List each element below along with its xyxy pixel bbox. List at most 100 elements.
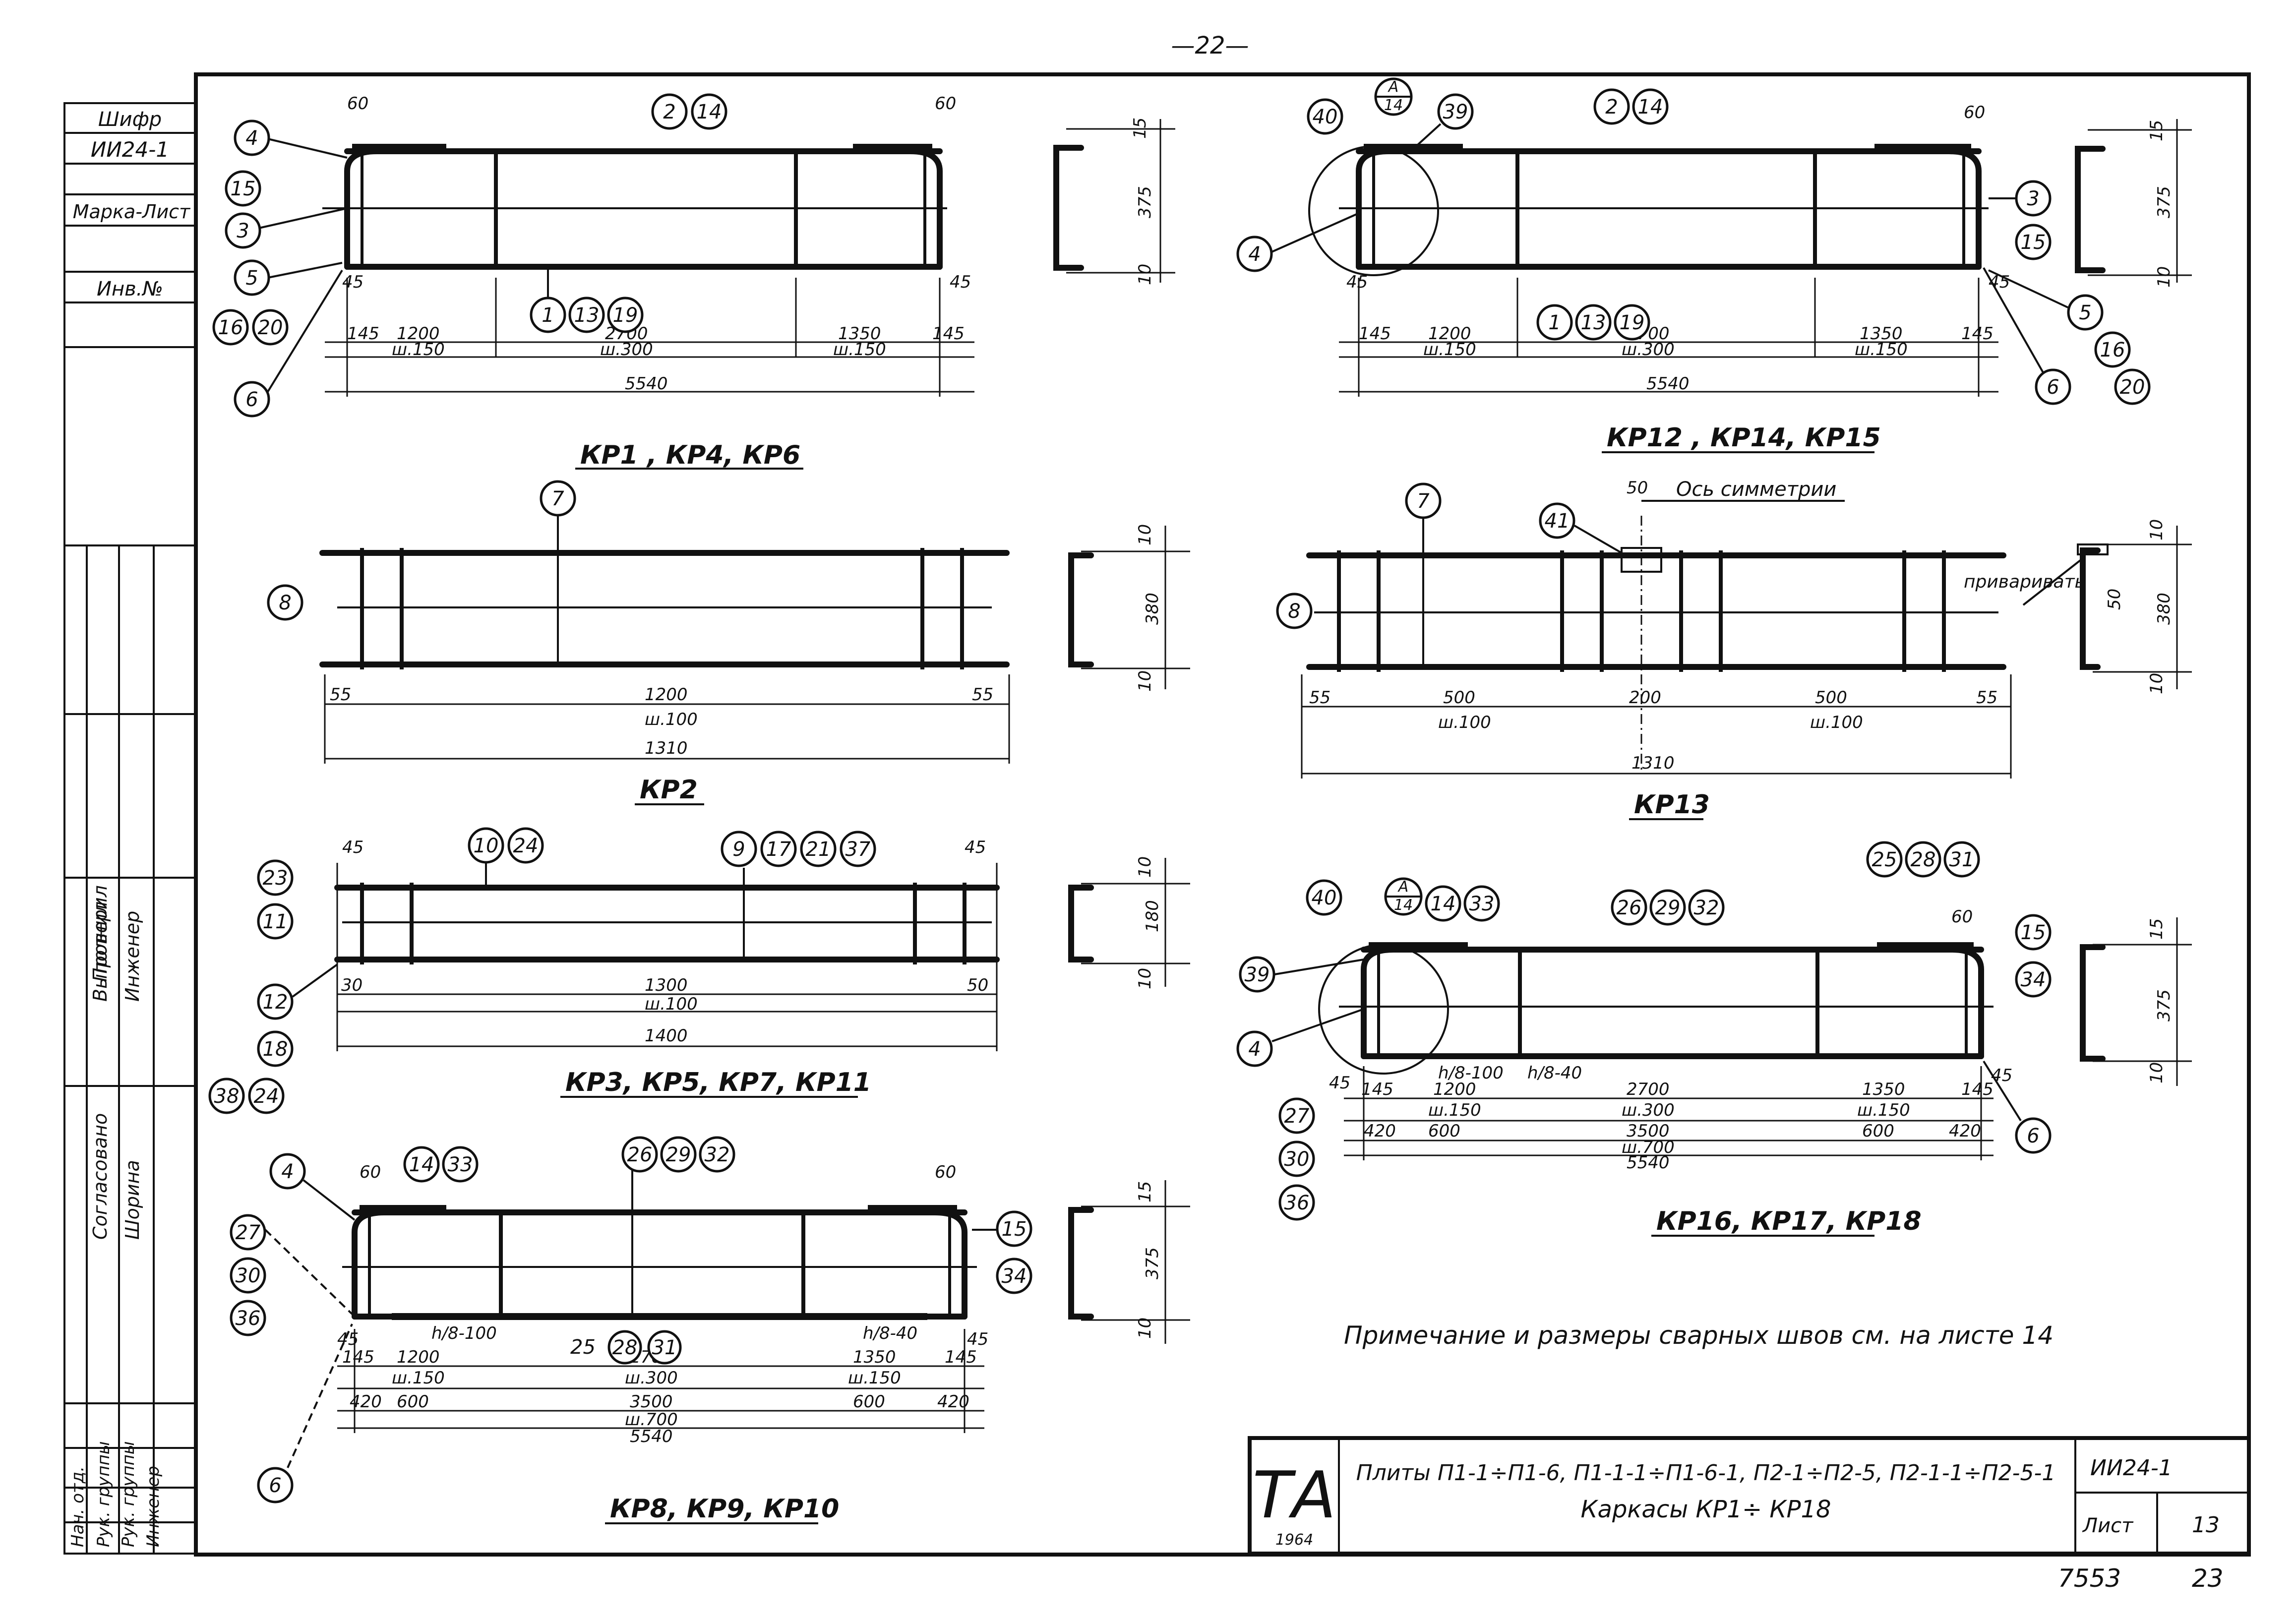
title-year: 1964 <box>1275 1531 1313 1549</box>
kp8-mark-15: 15 <box>1002 1218 1027 1241</box>
kp8-mark-32: 32 <box>705 1143 730 1166</box>
kp1-dim-60b: 60 <box>935 94 956 114</box>
kp3-mark-9: 9 <box>732 838 745 861</box>
kp16-dim-60: 60 <box>1951 907 1973 927</box>
kp16-dim-5540: 5540 <box>1627 1153 1670 1173</box>
kp12-mark-14: 14 <box>1638 96 1663 119</box>
kp3-dim-1400: 1400 <box>645 1026 688 1046</box>
kp1-dim-sh300: ш.300 <box>600 340 653 360</box>
kp13-axis-label: Ось симметрии <box>1676 478 1836 501</box>
kp13-sec-50: 50 <box>2105 589 2124 610</box>
kp8-dim-420a: 420 <box>350 1392 382 1412</box>
kp16-mark-29: 29 <box>1655 897 1681 919</box>
kp3-mark-12: 12 <box>263 991 288 1014</box>
kp8-mark-29: 29 <box>666 1143 691 1166</box>
kp2-dim-1200: 1200 <box>645 685 688 705</box>
kp3-mark-24: 24 <box>513 835 539 857</box>
mark-label: Марка-Лист <box>73 201 191 223</box>
kp1-mark-14: 14 <box>697 101 722 123</box>
kp8-dim-420b: 420 <box>937 1392 969 1412</box>
kp12-dim-145a: 145 <box>1359 324 1391 344</box>
kp13-mark-7: 7 <box>1417 490 1430 513</box>
kp2-dim-55b: 55 <box>972 685 993 705</box>
kp8-dim-145b: 145 <box>945 1347 977 1367</box>
kp13-dim-500a: 500 <box>1443 688 1475 708</box>
kp16-mark-32: 32 <box>1694 897 1719 919</box>
sig-row-2-a: Проверил <box>89 885 111 982</box>
title-line-1: Плиты П1-1÷П1-6, П1-1-1÷П1-6-1, П2-1÷П2-… <box>1356 1460 2056 1486</box>
inv-label: Инв.№ <box>97 278 163 300</box>
kp1-mark-13: 13 <box>574 304 600 327</box>
kp8-dim-60b: 60 <box>935 1162 956 1182</box>
kp16-dim-145b: 145 <box>1961 1080 1994 1099</box>
kp12-mark-5: 5 <box>2079 301 2091 324</box>
kp3-mark-23: 23 <box>263 867 288 890</box>
note-text: Примечание и размеры сварных швов см. на… <box>1344 1321 2054 1350</box>
kp3-dim-45b: 45 <box>965 838 986 857</box>
kp16-dim-sh150b: ш.150 <box>1857 1100 1910 1120</box>
kp8-mark-6: 6 <box>269 1474 281 1497</box>
kp13-weld-label: приваривать <box>1964 572 2085 592</box>
kp13-title: КР13 <box>1634 790 1710 820</box>
kp12-dim-5540: 5540 <box>1646 374 1690 394</box>
title-sheet-label: Лист <box>2082 1514 2134 1537</box>
kp8-mark-34: 34 <box>1002 1265 1027 1288</box>
kp8-dim-sh150b: ш.150 <box>848 1368 901 1388</box>
kp2-sec-10b: 10 <box>1135 670 1155 692</box>
kp16-mark-28: 28 <box>1911 848 1936 871</box>
kp12-dim-45a: 45 <box>1346 272 1368 292</box>
kp3-dim-sh100: ш.100 <box>645 994 698 1014</box>
kp1-dim-45a: 45 <box>342 272 363 292</box>
kp3-sec-180: 180 <box>1143 900 1162 932</box>
kp13-mark-41: 41 <box>1545 510 1570 533</box>
kp12-mark-19: 19 <box>1620 311 1645 334</box>
kp8-sec-10: 10 <box>1135 1318 1155 1339</box>
kp16-dim-45b: 45 <box>1991 1066 2012 1085</box>
kp3-dim-30: 30 <box>341 975 363 995</box>
drawing-kp13: 50 55 500 ш.100 200 500 ш.100 55 1310 Ос… <box>1276 478 2192 820</box>
kp1-title: КР1 , КР4, КР6 <box>580 440 800 470</box>
kp2-sec-10a: 10 <box>1135 524 1155 545</box>
kp8-dim-45b: 45 <box>967 1329 988 1349</box>
kp2-sec-380: 380 <box>1143 593 1162 625</box>
kp12-mark-15: 15 <box>2021 231 2046 254</box>
kp3-mark-24b: 24 <box>254 1085 279 1108</box>
kp8-dim-600b: 600 <box>853 1392 885 1412</box>
kp13-dim-200: 200 <box>1629 688 1661 708</box>
kp16-mark-30: 30 <box>1284 1148 1310 1171</box>
kp3-mark-18: 18 <box>263 1038 288 1061</box>
kp16-sec-10: 10 <box>2147 1062 2167 1083</box>
kp8-mark-33: 33 <box>448 1153 473 1176</box>
kp1-mark-16: 16 <box>218 316 243 339</box>
kp8-dim-600a: 600 <box>397 1392 429 1412</box>
kp8-dim-sh700: ш.700 <box>625 1410 678 1430</box>
kp12-mark-13: 13 <box>1581 311 1606 334</box>
kp3-mark-11: 11 <box>263 910 288 933</box>
kp1-dim-sh150b: ш.150 <box>833 340 886 360</box>
kp2-mark-8: 8 <box>279 592 291 614</box>
kp16-dim-3500: 3500 <box>1627 1121 1670 1141</box>
kp8-mark-31: 31 <box>652 1336 677 1359</box>
kp13-sec-380: 380 <box>2154 593 2174 625</box>
kp16-weld-a: h/8-100 <box>1438 1063 1504 1083</box>
footer-left: 7553 <box>2058 1564 2121 1593</box>
kp2-mark-7: 7 <box>551 487 564 510</box>
kp1-sec-15: 15 <box>1130 118 1150 139</box>
title-code: ИИ24-1 <box>2090 1455 2173 1481</box>
drawing-kp2: 55 1200 ш.100 55 1310 7 8 10 380 10 КР2 <box>267 480 1190 805</box>
kp16-mark-39: 39 <box>1245 963 1270 986</box>
kp13-dim-1310: 1310 <box>1631 753 1675 773</box>
kp1-dim-145a: 145 <box>347 324 379 344</box>
kp12-mark-3: 3 <box>2027 187 2039 210</box>
kp8-dim-sh150a: ш.150 <box>392 1368 445 1388</box>
kp3-dim-50: 50 <box>967 975 988 995</box>
kp2-dim-55a: 55 <box>330 685 351 705</box>
kp1-dim-60a: 60 <box>347 94 368 114</box>
kp8-dim-sh300: ш.300 <box>625 1368 678 1388</box>
kp16-dim-420a: 420 <box>1364 1121 1396 1141</box>
kp8-sec-15: 15 <box>1135 1181 1155 1202</box>
kp12-dim-60: 60 <box>1964 103 1985 122</box>
kp16-dim-600b: 600 <box>1862 1121 1894 1141</box>
kp3-mark-37: 37 <box>846 838 871 861</box>
footer-right: 23 <box>2192 1564 2224 1593</box>
